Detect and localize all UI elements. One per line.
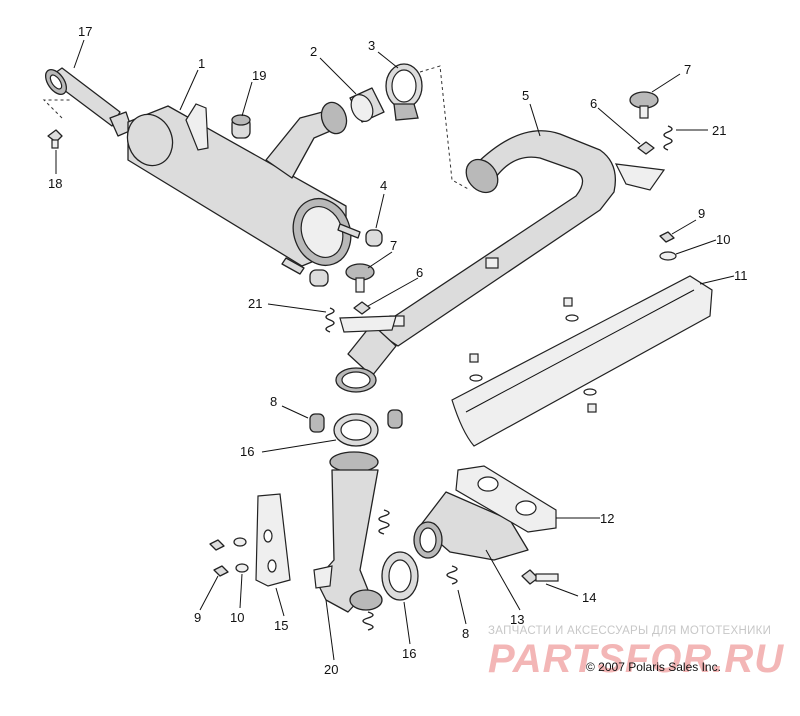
callout-9-right: 9 [698,206,705,221]
watermark-tagline: ЗАПЧАСТИ И АКСЕССУАРЫ ДЛЯ МОТОТЕХНИКИ [488,625,771,637]
spring-part-21-mid [325,307,335,333]
screw-part-9-left [209,539,229,577]
muffler-inlet-pipe [265,101,348,179]
callout-14: 14 [582,590,596,605]
muffler [126,103,361,275]
head-pipe-part-20 [313,451,383,613]
manifold-gasket-part-12 [455,465,557,533]
callout-15: 15 [274,618,288,633]
grommet-part-4 [309,229,383,287]
isolator-part-7-top [629,91,659,119]
gasket-ring-part-16-upper [333,413,379,447]
watermark-brand: PARTSFOR.RU [488,637,784,681]
gasket-ring-part-16-lower [381,551,419,601]
callout-19: 19 [252,68,266,83]
callout-6-mid: 6 [416,265,423,280]
clamp-part-3 [385,63,423,121]
washer-part-10-left [233,537,249,573]
callout-5: 5 [522,88,529,103]
springs-lower [362,509,458,631]
leader-lines [55,39,735,661]
callout-7-mid: 7 [390,238,397,253]
exhaust-manifold-part-13 [413,491,529,561]
callout-2: 2 [310,44,317,59]
mid-pipe-part-5 [335,130,666,393]
nut-part-6-mid [353,301,371,315]
callout-18: 18 [48,176,62,191]
heat-shield-part-15 [255,493,291,587]
heat-shield-part-11 [451,275,713,447]
callout-17: 17 [78,24,92,39]
copyright-notice: © 2007 Polaris Sales Inc. [586,660,721,674]
callout-10-right: 10 [716,232,730,247]
spring-part-21-top [663,125,673,151]
bolt-part-14 [521,569,559,585]
callout-20: 20 [324,662,338,677]
callout-8-lower: 8 [462,626,469,641]
callout-8-upper: 8 [270,394,277,409]
gasket-sleeve-part-2 [349,87,385,123]
callout-16-lower: 16 [402,646,416,661]
callout-11: 11 [734,268,748,283]
callout-12: 12 [600,511,614,526]
callout-9-left: 9 [194,610,201,625]
callout-21-top: 21 [712,123,726,138]
callout-7-top: 7 [684,62,691,77]
screw-part-18 [47,129,63,149]
callout-21-mid: 21 [248,296,262,311]
callout-6-top: 6 [590,96,597,111]
nut-part-6-top [637,141,655,155]
callout-4: 4 [380,178,387,193]
callout-13: 13 [510,612,524,627]
isolator-part-7-mid [345,263,375,293]
callout-labels: 17 1 2 3 19 18 5 7 6 21 4 7 6 21 9 10 11… [48,24,748,677]
callout-1: 1 [198,56,205,71]
callout-3: 3 [368,38,375,53]
callout-16-upper: 16 [240,444,254,459]
callout-10-left: 10 [230,610,244,625]
grommet-part-19 [231,114,251,139]
grommet-part-8-upper [309,409,403,433]
washer-part-10-right [659,251,677,261]
screw-part-9-right [469,231,675,413]
assembly-dashed-lines [42,65,471,191]
spark-arrestor-tip [44,67,133,137]
